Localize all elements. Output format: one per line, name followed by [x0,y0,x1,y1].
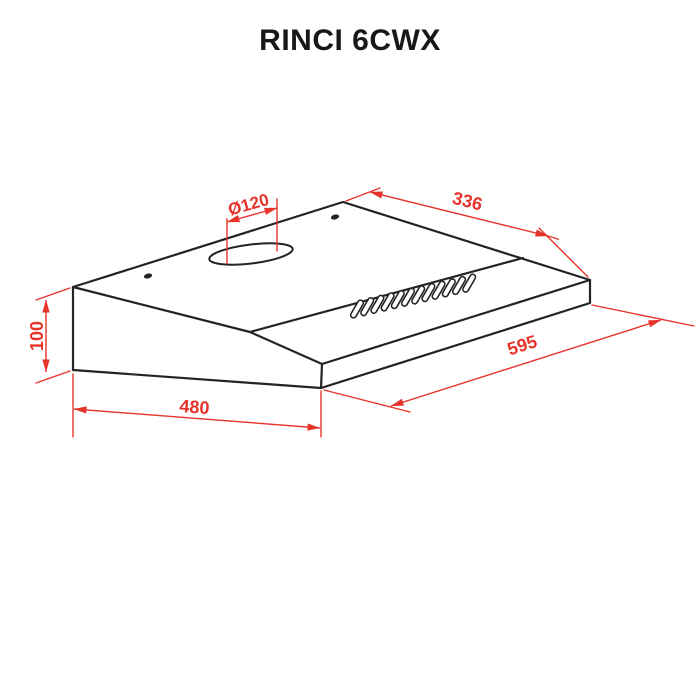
vent-slot [400,287,416,307]
vent-slot [431,280,446,300]
duct-hole-ellipse [208,242,294,266]
dim-extension-line [323,389,411,413]
dim-label-duct-diameter: Ø120 [226,190,271,219]
dimension-top-depth: 336 [345,187,589,278]
dimension-duct-diameter: Ø120 [226,190,278,264]
hood-left-face-edges [71,285,324,390]
hood-bevel-fold-line [248,256,525,334]
vent-slot [349,299,365,319]
vent-slot [421,282,436,303]
dim-label-top-depth: 336 [450,188,484,215]
mounting-hole-dot [330,214,340,220]
dim-extension-line [591,304,695,327]
vent-slot [360,296,375,317]
vent-slot [390,289,405,310]
dimension-body-height: 100 [27,287,71,384]
dim-line [73,406,321,431]
dimension-front-width: 595 [323,304,695,413]
vent-slot [451,275,467,296]
dim-extension-line [345,187,381,202]
vent-slot [462,273,477,293]
page-title: RINCI 6CWX [259,24,441,57]
vent-slot [380,292,395,312]
vent-slot [411,285,426,305]
dim-line [390,319,662,407]
vent-slots [349,273,477,319]
dimension-bottom-depth: 480 [72,373,322,438]
hood-outline [71,200,592,390]
dim-label-body-height: 100 [27,321,47,351]
mounting-hole-dot [143,273,153,279]
dim-line [369,191,549,237]
vent-slot [370,294,385,314]
hood-body [71,200,592,390]
dim-extension-line [35,287,71,301]
dim-line-overshoot [547,235,560,241]
dim-line [226,207,278,223]
dim-label-bottom-depth: 480 [179,396,210,418]
vent-slot [441,278,456,298]
dim-extension-line [35,370,71,384]
dim-label-front-width: 595 [505,331,540,359]
